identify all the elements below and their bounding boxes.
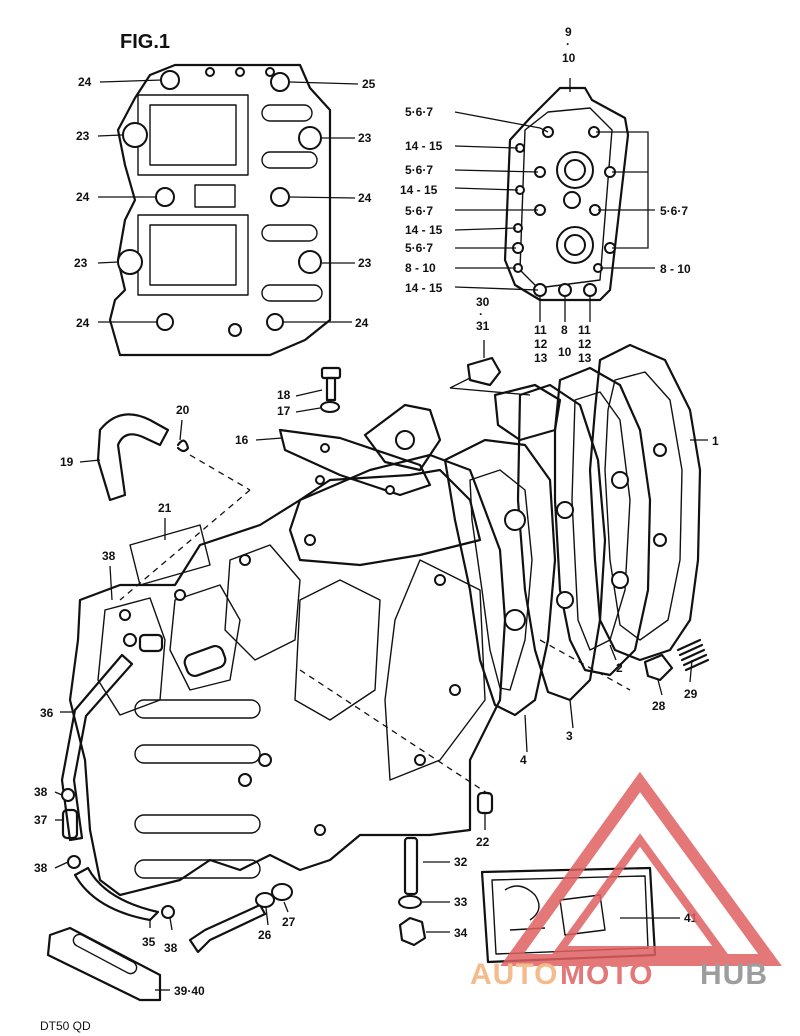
callout-31: 31: [476, 319, 490, 333]
crankcase-body: [68, 403, 507, 897]
callout-24-b: 24: [76, 190, 90, 204]
callout-2: 2: [616, 661, 623, 675]
callout-24-c: 24: [358, 191, 372, 205]
watermark-text-2: MOTO: [560, 958, 653, 991]
callout-38-b: 38: [34, 785, 48, 799]
callout-5-6-7-b: 5·6·7: [405, 163, 433, 177]
callout-23-a: 23: [76, 129, 90, 143]
callout-3: 3: [566, 729, 573, 743]
callout-14-15-c: 14 - 15: [405, 223, 443, 237]
callout-5-6-7-a: 5·6·7: [405, 105, 433, 119]
callout-labels: 9 · 10 5·6·7 14 - 15 5·6·7 14 - 15 5·6·7…: [34, 25, 719, 998]
callout-21: 21: [158, 501, 172, 515]
watermark-text-3: HUB: [700, 958, 768, 991]
callout-8-10-b: 8 - 10: [660, 262, 691, 276]
callout-28: 28: [652, 699, 666, 713]
callout-24-e: 24: [355, 316, 369, 330]
callout-26: 26: [258, 928, 272, 942]
figure-title: FIG.1: [120, 31, 170, 53]
callout-39-40: 39·40: [174, 984, 205, 998]
callout-29: 29: [684, 687, 698, 701]
callout-25: 25: [362, 77, 376, 91]
watermark-logo: AUTO MOTO HUB: [470, 771, 782, 991]
callout-5-6-7-c: 5·6·7: [405, 204, 433, 218]
callout-37: 37: [34, 813, 48, 827]
callout-34: 34: [454, 926, 468, 940]
callout-22: 22: [476, 835, 490, 849]
callout-23-d: 23: [358, 256, 372, 270]
callout-11-b: 11: [578, 323, 591, 337]
callout-19: 19: [60, 455, 74, 469]
lower-leaders: [54, 389, 708, 991]
callout-23-b: 23: [358, 131, 372, 145]
callout-36: 36: [40, 706, 54, 720]
small-parts: [46, 340, 710, 1002]
callout-13-b: 13: [578, 351, 592, 365]
callout-38-d: 38: [164, 941, 178, 955]
exhaust-cover-leaders: [454, 78, 655, 322]
callout-16: 16: [235, 433, 249, 447]
callout-8-c: 8: [561, 323, 568, 337]
callout-27: 27: [282, 915, 296, 929]
callout-20: 20: [176, 403, 190, 417]
callout-24-d: 24: [76, 316, 90, 330]
callout-11-a: 11: [534, 323, 547, 337]
callout-12-b: 12: [578, 337, 592, 351]
callout-24-a: 24: [78, 75, 92, 89]
inner-exhaust-cover: [108, 63, 332, 357]
callout-9: 9: [565, 25, 572, 39]
callout-30: 30: [476, 295, 490, 309]
callout-14-15-b: 14 - 15: [400, 183, 438, 197]
callout-12-a: 12: [534, 337, 548, 351]
callout-33: 33: [454, 895, 468, 909]
callout-23-c: 23: [74, 256, 88, 270]
callout-38-c: 38: [34, 861, 48, 875]
callout-1: 1: [712, 434, 719, 448]
callout-5-6-7-e: 5·6·7: [405, 241, 433, 255]
inner-cover-leaders: [97, 79, 359, 323]
callout-dot: ·: [566, 37, 570, 51]
callout-14-15-a: 14 - 15: [405, 139, 443, 153]
callout-14-15-d: 14 - 15: [405, 281, 443, 295]
callout-dot: ·: [479, 307, 483, 321]
callout-4: 4: [520, 753, 527, 767]
callout-10-top: 10: [562, 51, 576, 65]
callout-35: 35: [142, 935, 156, 949]
gasket-stack: [443, 343, 702, 717]
callout-38-a: 38: [102, 549, 116, 563]
callout-18: 18: [277, 388, 291, 402]
alignment-lines: [119, 454, 631, 796]
callout-10-c: 10: [558, 345, 572, 359]
callout-17: 17: [277, 404, 291, 418]
callout-8-10-a: 8 - 10: [405, 261, 436, 275]
model-code: DT50 QD: [40, 1019, 91, 1033]
watermark-text-1: AUTO: [470, 958, 558, 991]
callout-13-a: 13: [534, 351, 548, 365]
exhaust-cover-plate: [503, 86, 630, 302]
callout-32: 32: [454, 855, 468, 869]
callout-5-6-7-d: 5·6·7: [660, 204, 688, 218]
